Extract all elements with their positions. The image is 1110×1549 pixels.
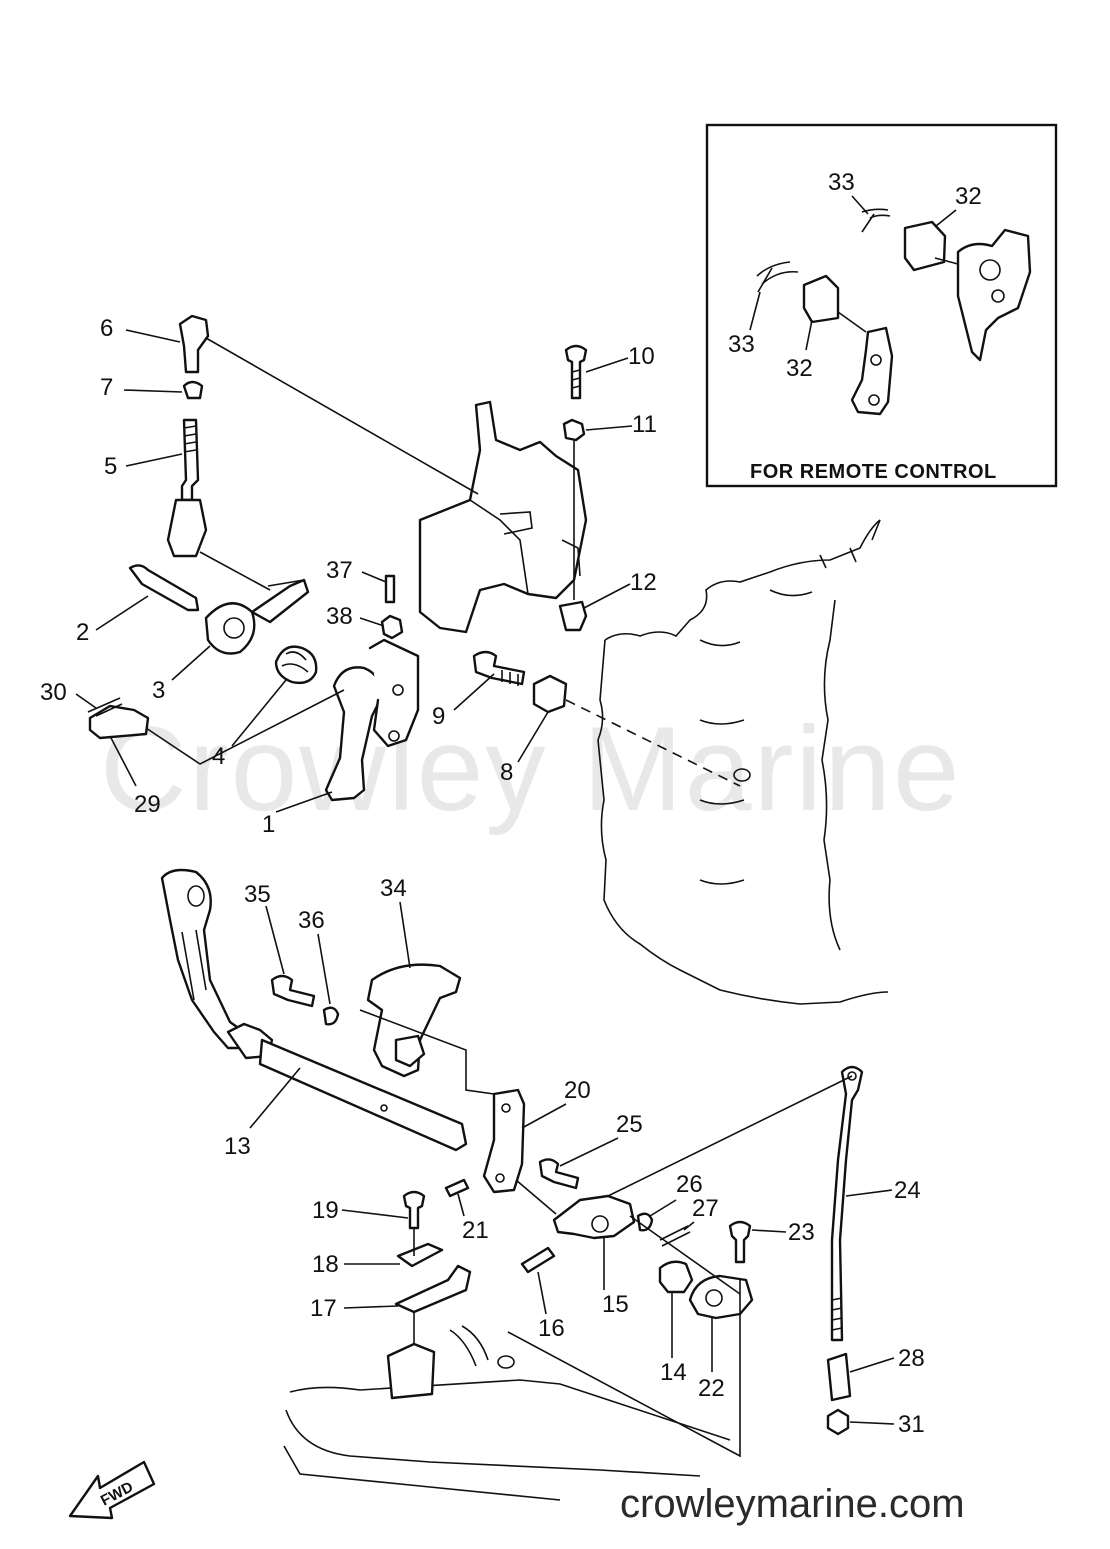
label-15: 15 bbox=[602, 1291, 629, 1318]
part-1-control-lever bbox=[324, 666, 382, 802]
assembly-lines bbox=[145, 337, 853, 1458]
inset-lever-upper bbox=[956, 228, 1032, 362]
label-19: 19 bbox=[312, 1197, 339, 1224]
label-27: 27 bbox=[692, 1195, 719, 1222]
shift-shaft bbox=[160, 868, 468, 1152]
label-23: 23 bbox=[788, 1219, 815, 1246]
label-18: 18 bbox=[312, 1251, 339, 1278]
label-33-upper: 33 bbox=[828, 169, 855, 196]
part-31-nut bbox=[826, 1408, 850, 1436]
label-30: 30 bbox=[40, 679, 67, 706]
site-watermark: crowleymarine.com bbox=[620, 1482, 965, 1526]
label-29: 29 bbox=[134, 791, 161, 818]
label-12: 12 bbox=[630, 569, 657, 596]
label-36: 36 bbox=[298, 907, 325, 934]
label-14: 14 bbox=[660, 1359, 687, 1386]
label-26: 26 bbox=[676, 1171, 703, 1198]
label-24: 24 bbox=[894, 1177, 921, 1204]
part-12-grommet bbox=[558, 600, 588, 632]
part-36-washer bbox=[322, 1006, 340, 1026]
label-9: 9 bbox=[432, 703, 445, 730]
label-17: 17 bbox=[310, 1295, 337, 1322]
label-37: 37 bbox=[326, 557, 353, 584]
inset-title: FOR REMOTE CONTROL bbox=[750, 461, 997, 483]
label-34: 34 bbox=[380, 875, 407, 902]
inset-clip-upper bbox=[903, 220, 947, 272]
label-25: 25 bbox=[616, 1111, 643, 1138]
watermark: Crowley Marine bbox=[100, 702, 962, 836]
part-19-bolt bbox=[402, 1190, 426, 1230]
label-32-lower: 32 bbox=[786, 355, 813, 382]
part-14-collar bbox=[658, 1260, 694, 1294]
label-16: 16 bbox=[538, 1315, 565, 1342]
label-35: 35 bbox=[244, 881, 271, 908]
part-27-pin bbox=[659, 1225, 691, 1247]
part-34-shift-cam bbox=[366, 963, 462, 1078]
part-25-bolt bbox=[538, 1158, 580, 1190]
part-labels: 6 7 5 2 3 4 30 29 1 37 38 10 11 12 9 8 3… bbox=[40, 315, 925, 1438]
inset-clip-lower bbox=[802, 274, 840, 324]
label-20: 20 bbox=[564, 1077, 591, 1104]
label-4: 4 bbox=[212, 743, 225, 770]
part-8-collar bbox=[532, 674, 568, 714]
label-32-upper: 32 bbox=[955, 183, 982, 210]
part-20-lever bbox=[482, 1088, 526, 1194]
part-15-bracket bbox=[552, 1194, 636, 1240]
part-23-bolt bbox=[728, 1220, 752, 1264]
label-33-lower: 33 bbox=[728, 331, 755, 358]
part-24-shift-rod bbox=[830, 1065, 864, 1342]
label-8: 8 bbox=[500, 759, 513, 786]
part-28-connector bbox=[826, 1352, 852, 1402]
part-16-pin bbox=[520, 1246, 556, 1274]
inset-lever-lower bbox=[850, 326, 894, 416]
label-10: 10 bbox=[628, 343, 655, 370]
part-38-nut bbox=[380, 614, 404, 640]
part-11-nut bbox=[562, 418, 586, 442]
label-11: 11 bbox=[632, 411, 657, 438]
engine-block-outline bbox=[597, 519, 889, 1005]
part-35-bolt bbox=[270, 974, 316, 1008]
label-28: 28 bbox=[898, 1345, 925, 1372]
bottom-cowling bbox=[283, 1325, 731, 1501]
remote-control-inset: FOR REMOTE CONTROL 33 32 33 32 bbox=[705, 123, 1058, 488]
label-13: 13 bbox=[224, 1133, 251, 1160]
part-22-clamp bbox=[688, 1274, 754, 1320]
part-18-plate bbox=[396, 1242, 444, 1268]
label-1: 1 bbox=[262, 811, 275, 838]
fwd-arrow: FWD bbox=[68, 1460, 156, 1520]
label-21: 21 bbox=[462, 1217, 489, 1244]
part-37-pin bbox=[384, 574, 396, 604]
throttle-bracket bbox=[418, 400, 588, 634]
label-31: 31 bbox=[898, 1411, 925, 1438]
label-38: 38 bbox=[326, 603, 353, 630]
label-2: 2 bbox=[76, 619, 89, 646]
label-6: 6 bbox=[100, 315, 113, 342]
part-29-joint bbox=[88, 704, 150, 740]
throttle-rod bbox=[166, 314, 210, 558]
part-26-washer bbox=[636, 1212, 654, 1232]
label-7: 7 bbox=[100, 374, 113, 401]
label-3: 3 bbox=[152, 677, 165, 704]
part-10-bolt bbox=[564, 344, 588, 400]
part-21-pin bbox=[444, 1178, 470, 1198]
label-22: 22 bbox=[698, 1375, 725, 1402]
label-5: 5 bbox=[104, 453, 117, 480]
throttle-lever-assembly bbox=[128, 564, 420, 802]
part-17-plate bbox=[394, 1264, 472, 1314]
part-9-bolt bbox=[472, 650, 526, 686]
